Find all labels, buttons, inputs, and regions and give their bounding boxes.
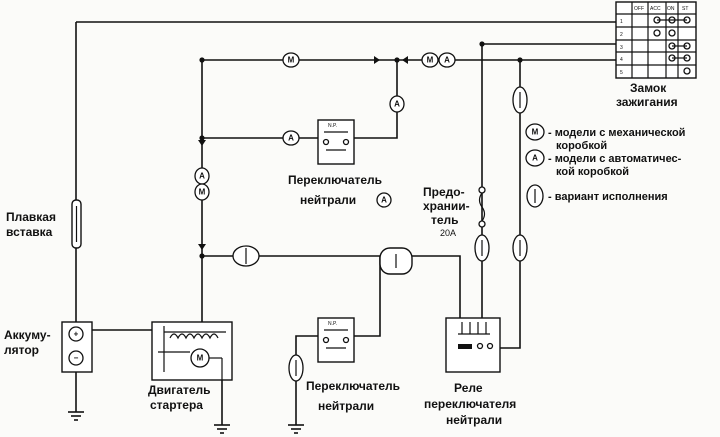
wire-connector-to-relay — [412, 255, 461, 318]
relay-label-2: переключателя — [424, 397, 516, 411]
starter-motor-symbol: M — [151, 321, 233, 381]
wire-badge-a-branch: A — [282, 130, 300, 146]
ignition-switch-table: OFF ACC ON ST 1 2 3 4 5 — [615, 1, 697, 79]
svg-text:M: M — [199, 188, 206, 197]
neutral-switch-top-label-1: Переключатель — [288, 173, 382, 187]
svg-text:−: − — [74, 354, 79, 363]
ground-icon — [68, 411, 84, 421]
wire-bottom-switch-ground — [295, 335, 318, 425]
battery-label-2: лятор — [4, 343, 39, 357]
table-header-acc: ACC — [650, 6, 661, 12]
legend-a-symbol: A — [525, 149, 545, 167]
wires — [75, 21, 618, 425]
legend-a-text-1: - модели с автоматичес- — [548, 153, 682, 165]
legend-m-symbol: M — [525, 123, 545, 141]
legend-i-symbol — [526, 184, 544, 208]
relay-label-3: нейтрали — [446, 413, 502, 427]
wire-badge-a-vertical: A — [389, 95, 405, 113]
svg-text:3: 3 — [620, 45, 623, 51]
connector-arrows — [198, 56, 408, 250]
ignition-label-1: Замок — [630, 81, 667, 95]
svg-text:5: 5 — [620, 70, 623, 76]
svg-text:M: M — [532, 128, 539, 137]
wire-badge-i-fuse-line — [474, 234, 490, 262]
svg-text:M: M — [197, 354, 204, 363]
fuse-link-label-2: вставка — [6, 225, 53, 239]
wire-badge-i-right-top — [512, 86, 528, 114]
svg-text:+: + — [74, 330, 79, 339]
fuse-rating: 20A — [440, 228, 456, 238]
svg-text:N.P.: N.P. — [328, 123, 337, 129]
starter-label-2: стартера — [150, 398, 203, 412]
wire-badge-a-right: A — [438, 52, 456, 68]
svg-text:2: 2 — [620, 32, 623, 38]
fuse-label-1: Предо- — [423, 185, 465, 199]
wire-badge-m-top: M — [282, 52, 300, 68]
svg-text:A: A — [288, 134, 294, 143]
fuse-link-symbol — [71, 199, 82, 249]
wire-i-variant-right — [500, 60, 521, 349]
junction-dots — [199, 41, 523, 259]
svg-text:M: M — [288, 56, 295, 65]
neutral-switch-bottom-symbol: N.P. — [317, 317, 355, 363]
svg-text:A: A — [199, 172, 205, 181]
wire-badge-m-right: M — [421, 52, 439, 68]
neutral-switch-top-badge: A — [376, 192, 392, 208]
battery-label-1: Аккуму- — [4, 328, 51, 342]
ground-icon — [288, 424, 304, 434]
svg-text:4: 4 — [620, 57, 623, 63]
table-header-off: OFF — [634, 6, 644, 12]
wire-badge-a-left-vertical: A — [194, 167, 210, 185]
fuse-link-label-1: Плавкая — [6, 210, 56, 224]
svg-text:A: A — [444, 56, 450, 65]
table-header-st: ST — [682, 6, 688, 12]
starter-label-1: Двигатель — [148, 383, 211, 397]
wire-a-branch-right — [354, 60, 398, 139]
wire-badge-i-bottom-switch — [288, 354, 304, 382]
neutral-switch-top-symbol: N.P. — [317, 119, 355, 165]
wire-badge-m-left-vertical: M — [194, 183, 210, 201]
ignition-label-2: зажигания — [616, 95, 678, 109]
wire-badge-i-right-bottom — [512, 234, 528, 262]
svg-text:A: A — [394, 100, 400, 109]
wire-badge-i-horizontal — [232, 245, 260, 267]
ground-icon — [214, 424, 230, 434]
svg-text:A: A — [532, 154, 538, 163]
table-header-on: ON — [667, 6, 675, 12]
relay-label-1: Реле — [454, 381, 483, 395]
svg-text:M: M — [427, 56, 434, 65]
fuse-symbol — [478, 186, 486, 228]
legend-a-text-2: кой коробкой — [556, 166, 629, 178]
svg-text:N.P.: N.P. — [328, 321, 337, 327]
neutral-switch-bottom-label-2: нейтрали — [318, 399, 374, 413]
wire-badge-i-connector — [379, 247, 413, 275]
svg-text:A: A — [381, 196, 387, 205]
neutral-switch-top-label-2: нейтрали — [300, 193, 356, 207]
legend-m-text-1: - модели с механической — [548, 127, 685, 139]
legend-m-text-2: коробкой — [556, 140, 607, 152]
wire-connector-to-bottom-switch — [354, 256, 381, 337]
neutral-switch-bottom-label-1: Переключатель — [306, 379, 400, 393]
fuse-label-2: хрании- — [423, 199, 470, 213]
legend-i-text: - вариант исполнения — [548, 191, 668, 203]
battery-symbol: + − — [61, 321, 93, 373]
svg-text:1: 1 — [620, 19, 623, 25]
neutral-relay-symbol — [445, 317, 501, 373]
fuse-label-3: тель — [431, 213, 459, 227]
